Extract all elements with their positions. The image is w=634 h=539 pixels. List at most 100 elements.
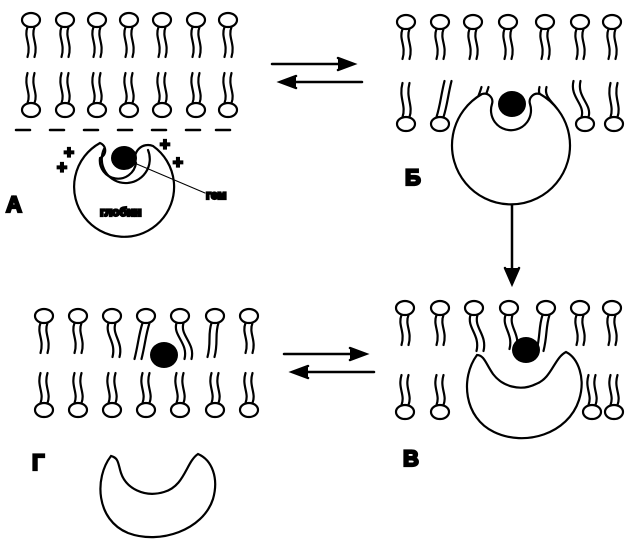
lipid-tail [435,315,437,345]
lipid-tail [115,323,121,357]
phospholipid [603,301,621,345]
lipid-tail [164,73,166,103]
lipid-tail [26,73,28,103]
lipid-tail [244,373,246,403]
phospholipid [603,15,621,59]
lipid-head [240,403,258,417]
hemoglobin-c [467,337,582,438]
lipid-tail [164,27,166,57]
lipid-head [431,301,449,315]
lipid-tail [407,375,409,405]
lipid-tail [99,73,101,103]
lipid-tail [124,27,126,57]
plus-sign: + [173,153,183,172]
lipid-tail [582,29,584,59]
phospholipid [571,301,589,345]
lipid-tail [157,27,159,57]
lipid-head [103,403,121,417]
globin-shape-c [467,352,582,438]
phospholipid [464,15,482,59]
phospholipid [69,373,87,417]
lipid-tail [444,81,452,117]
lipid-head [171,403,189,417]
lipid-head [187,103,205,117]
lipid-tail [114,373,116,403]
phospholipid [431,81,452,131]
lipid-tail [607,29,609,59]
lipid-tail [503,29,505,59]
lipid-tail [131,27,133,57]
lipid-tail [407,315,409,345]
phospholipid [35,373,53,417]
lipid-tail [131,73,133,103]
lipid-tail [609,375,611,405]
lipid-tail [108,323,114,357]
lipid-tail [157,73,159,103]
lipid-head [219,103,237,117]
phospholipid [397,15,415,59]
lipid-tail [33,27,35,57]
lipid-tail [400,375,402,405]
lipid-tail [46,373,48,403]
lipid-head [571,301,589,315]
phospholipid [431,375,449,419]
lipid-tail [442,375,444,405]
lipid-tail [215,323,219,357]
phospholipid [396,375,414,419]
lipid-tail [73,373,75,403]
plus-sign: + [160,135,170,154]
phospholipid [396,301,414,345]
lipid-head [69,403,87,417]
lipid-tail [135,323,143,359]
lipid-tail [141,373,143,403]
lipid-tail [575,315,577,345]
lipid-head [431,117,449,131]
lipid-tail [191,27,193,57]
lipid-tail [442,315,444,345]
lipid-tail [191,73,193,103]
phospholipid [22,13,40,57]
panel-label-d: Г [32,450,45,475]
phospholipid [187,73,205,117]
phospholipid [219,13,237,57]
phospholipid [120,13,138,57]
lipid-head [431,405,449,419]
lipid-tail [609,83,611,117]
hemoglobin-b [452,91,570,204]
lipid-tail [182,373,184,403]
globin-label: глобин [100,205,142,219]
lipid-tail [408,83,410,117]
lipid-head [500,301,518,315]
lipid-tail [60,27,62,57]
lipid-tail [39,323,41,353]
lipid-tail [208,323,212,357]
arrow-down [505,205,519,284]
lipid-tail [616,83,618,117]
phospholipid [571,15,589,59]
lipid-tail [223,27,225,57]
phospholipid [137,373,155,417]
lipid-head [536,15,554,29]
lipid-head [396,405,414,419]
lipid-tail [437,81,445,117]
lipid-tail [575,29,577,59]
lipid-tail [107,373,109,403]
lipid-tail [244,323,246,353]
lipid-head [396,301,414,315]
lipid-head [56,13,74,27]
lipid-tail [230,73,232,103]
lipid-tail [435,375,437,405]
lipid-head [88,13,106,27]
phospholipid [103,373,121,417]
phospholipid [153,73,171,117]
phospholipid [240,373,258,417]
phospholipid [120,73,138,117]
heme-b [498,91,526,117]
phospholipid [206,309,224,357]
lipid-head [571,15,589,29]
lipid-head [431,15,449,29]
lipid-tail [616,375,618,405]
lipid-tail [505,315,511,349]
lipid-head [537,301,555,315]
lipid-head [397,117,415,131]
